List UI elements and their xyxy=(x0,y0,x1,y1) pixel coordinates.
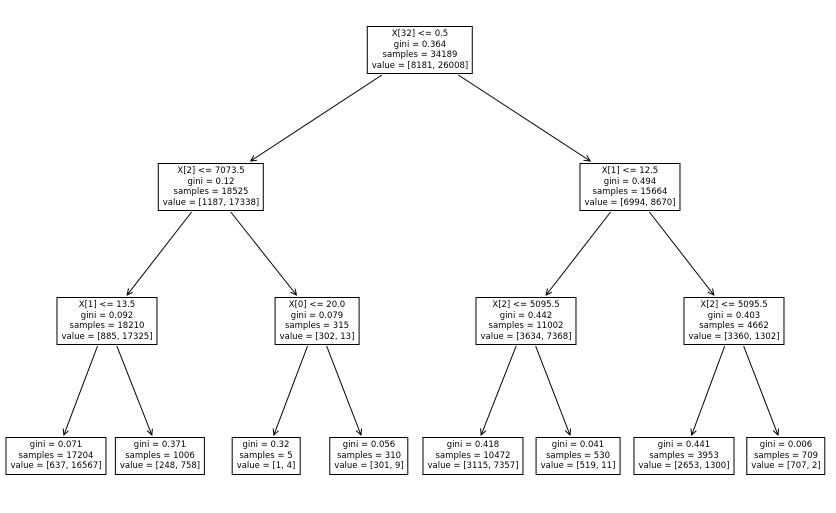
node-samples: samples = 315 xyxy=(284,321,350,331)
node-samples: samples = 11002 xyxy=(488,321,564,331)
tree-leaf-2: gini = 0.371 samples = 1006 value = [248… xyxy=(114,437,206,475)
tree-leaf-4: gini = 0.056 samples = 310 value = [301,… xyxy=(329,437,409,475)
tree-leaf-1: gini = 0.071 samples = 17204 value = [63… xyxy=(5,437,107,475)
tree-edge xyxy=(743,345,778,435)
node-value: value = [3360, 1302] xyxy=(688,331,780,342)
tree-edge xyxy=(458,74,590,161)
node-gini: gini = 0.092 xyxy=(80,310,134,321)
tree-node-root: X[32] <= 0.5 gini = 0.364 samples = 3418… xyxy=(366,26,474,74)
node-value: value = [637, 16567] xyxy=(10,461,102,471)
node-samples: samples = 3953 xyxy=(649,450,719,461)
node-samples: samples = 17204 xyxy=(18,450,94,461)
tree-edge xyxy=(230,211,297,295)
tree-edge xyxy=(649,211,713,295)
tree-node-depth2-1: X[1] <= 13.5 gini = 0.092 samples = 1821… xyxy=(56,297,158,345)
node-gini: gini = 0.006 xyxy=(759,440,813,450)
tree-edge xyxy=(535,345,570,435)
node-samples: samples = 1006 xyxy=(125,450,195,461)
tree-edge xyxy=(481,345,517,435)
node-samples: samples = 10472 xyxy=(435,450,511,461)
tree-edge xyxy=(64,345,99,435)
node-gini: gini = 0.041 xyxy=(551,440,605,450)
tree-node-depth2-3: X[2] <= 5095.5 gini = 0.442 samples = 11… xyxy=(475,297,577,345)
node-value: value = [248, 758] xyxy=(119,461,201,471)
tree-node-depth1-left: X[2] <= 7073.5 gini = 0.12 samples = 185… xyxy=(157,163,265,211)
node-split-condition: X[2] <= 5095.5 xyxy=(700,300,768,310)
node-value: value = [8181, 26008] xyxy=(371,60,469,71)
node-gini: gini = 0.071 xyxy=(29,440,83,450)
tree-edge xyxy=(116,345,152,435)
node-value: value = [3634, 7368] xyxy=(480,331,572,342)
node-gini: gini = 0.441 xyxy=(657,440,711,450)
tree-edge xyxy=(546,211,611,295)
tree-leaf-6: gini = 0.041 samples = 530 value = [519,… xyxy=(535,437,621,475)
node-gini: gini = 0.442 xyxy=(499,310,553,321)
tree-node-depth2-4: X[2] <= 5095.5 gini = 0.403 samples = 46… xyxy=(683,297,785,345)
node-samples: samples = 709 xyxy=(753,450,819,461)
node-gini: gini = 0.364 xyxy=(393,39,447,50)
tree-edge xyxy=(251,74,383,161)
node-samples: samples = 34189 xyxy=(382,50,458,60)
tree-leaf-8: gini = 0.006 samples = 709 value = [707,… xyxy=(746,437,826,475)
tree-edge xyxy=(127,211,192,295)
node-gini: gini = 0.418 xyxy=(446,440,500,450)
node-value: value = [6994, 8670] xyxy=(584,197,676,208)
node-samples: samples = 18525 xyxy=(173,187,249,197)
node-samples: samples = 15664 xyxy=(592,187,668,197)
node-value: value = [1187, 17338] xyxy=(162,197,260,208)
node-split-condition: X[0] <= 20.0 xyxy=(288,300,346,310)
node-samples: samples = 4662 xyxy=(699,321,769,331)
node-samples: samples = 18210 xyxy=(69,321,145,331)
node-gini: gini = 0.494 xyxy=(603,176,657,187)
tree-edge xyxy=(692,345,726,435)
tree-leaf-5: gini = 0.418 samples = 10472 value = [31… xyxy=(422,437,524,475)
node-gini: gini = 0.079 xyxy=(290,310,344,321)
node-split-condition: X[1] <= 12.5 xyxy=(601,166,659,176)
node-gini: gini = 0.403 xyxy=(707,310,761,321)
node-gini: gini = 0.056 xyxy=(342,440,396,450)
node-value: value = [885, 17325] xyxy=(61,331,153,342)
node-split-condition: X[32] <= 0.5 xyxy=(391,29,449,39)
node-value: value = [2653, 1300] xyxy=(638,461,730,471)
node-value: value = [301, 9] xyxy=(334,461,404,471)
node-value: value = [3115, 7357] xyxy=(427,461,519,471)
node-value: value = [707, 2] xyxy=(751,461,821,471)
node-samples: samples = 530 xyxy=(545,450,611,461)
node-value: value = [1, 4] xyxy=(236,461,296,471)
node-split-condition: X[1] <= 13.5 xyxy=(78,300,136,310)
tree-edge xyxy=(326,345,361,435)
tree-edge xyxy=(274,345,309,435)
node-samples: samples = 310 xyxy=(336,450,402,461)
tree-leaf-3: gini = 0.32 samples = 5 value = [1, 4] xyxy=(231,437,301,475)
node-samples: samples = 5 xyxy=(239,450,293,461)
node-gini: gini = 0.32 xyxy=(242,440,290,450)
node-split-condition: X[2] <= 7073.5 xyxy=(177,166,245,176)
node-value: value = [302, 13] xyxy=(279,331,355,342)
tree-node-depth2-2: X[0] <= 20.0 gini = 0.079 samples = 315 … xyxy=(274,297,360,345)
node-value: value = [519, 11] xyxy=(540,461,616,471)
node-split-condition: X[2] <= 5095.5 xyxy=(492,300,560,310)
node-gini: gini = 0.12 xyxy=(187,176,235,187)
tree-leaf-7: gini = 0.441 samples = 3953 value = [265… xyxy=(633,437,735,475)
node-gini: gini = 0.371 xyxy=(133,440,187,450)
tree-node-depth1-right: X[1] <= 12.5 gini = 0.494 samples = 1566… xyxy=(579,163,681,211)
